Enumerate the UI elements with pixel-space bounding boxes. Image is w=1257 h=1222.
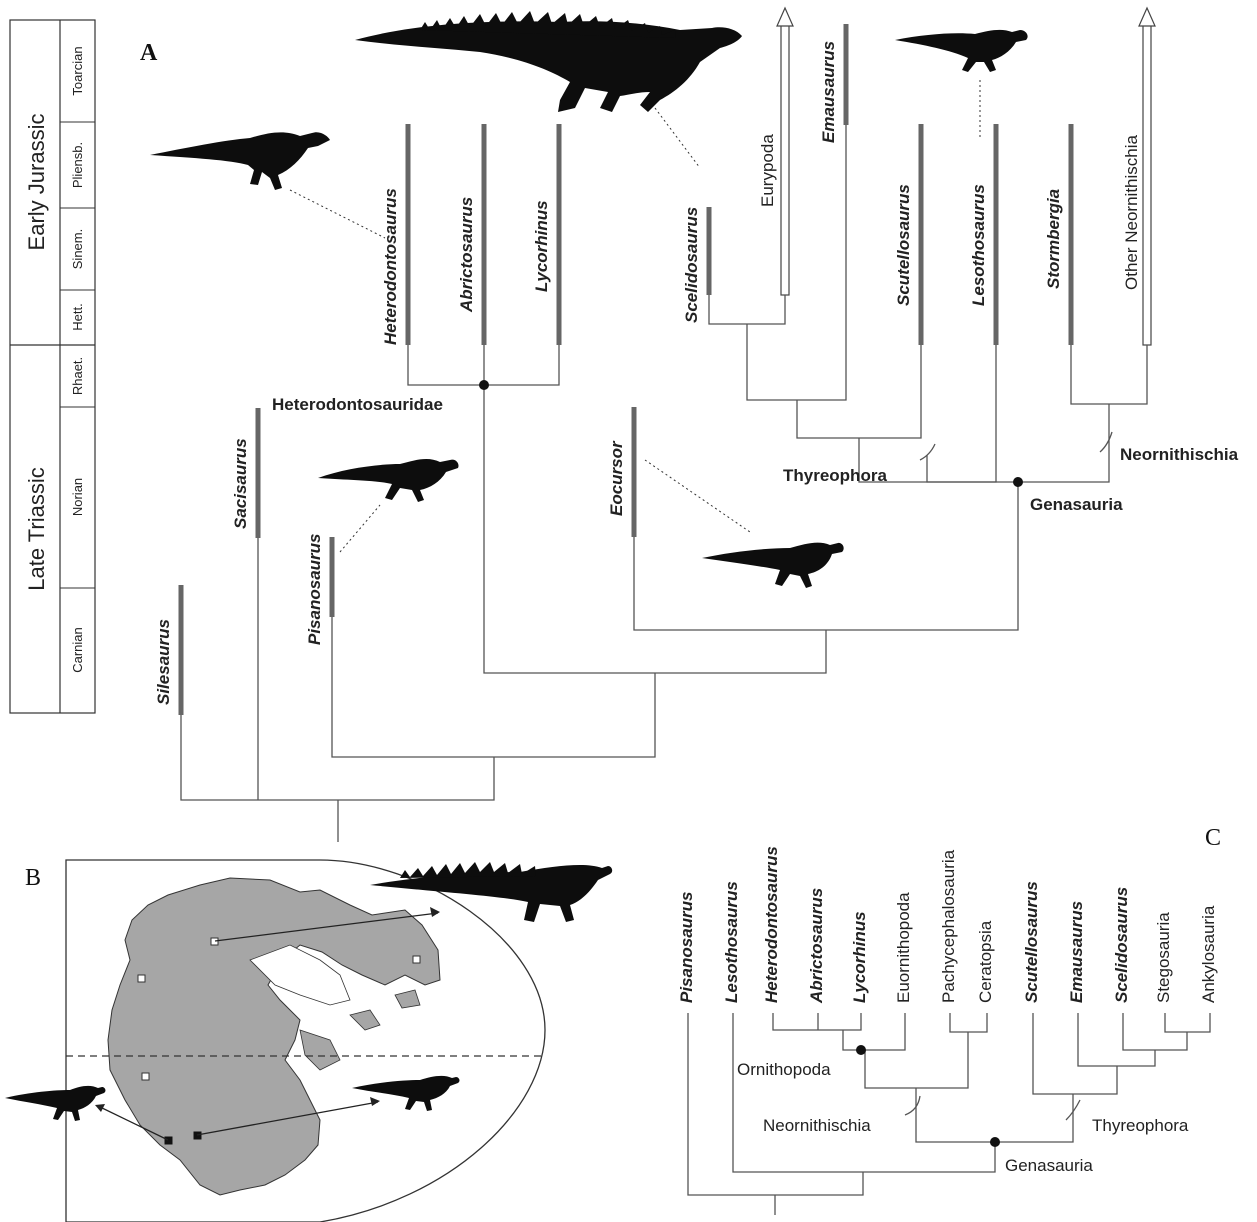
taxon-emausaurus: Emausaurus [819,41,838,143]
age-sinemurian: Sinem. [70,229,85,269]
pisanosaurus-silhouette [318,458,459,502]
pangaea-landmass [107,877,441,1196]
c-clade-thyreophora: Thyreophora [1092,1116,1189,1135]
map-eocursor-silhouette [352,1075,460,1111]
c-taxon-emausaurus: Emausaurus [1067,901,1086,1003]
taxon-abrictosaurus: Abrictosaurus [457,197,476,313]
age-toarcian: Toarcian [70,46,85,95]
c-taxon-abrictosaurus: Abrictosaurus [807,888,826,1004]
taxon-scelidosaurus: Scelidosaurus [682,207,701,323]
taxon-eurypoda: Eurypoda [758,134,777,207]
clade-genasauria-a: Genasauria [1030,495,1123,514]
c-taxon-lesothosaurus: Lesothosaurus [722,881,741,1003]
c-taxon-lycorhinus: Lycorhinus [850,911,869,1003]
age-norian: Norian [70,478,85,516]
period-early-jurassic: Early Jurassic [24,114,49,251]
c-taxon-scelidosaurus: Scelidosaurus [1112,887,1131,1003]
panel-label-c: C [1205,825,1221,851]
clade-thyreophora-a: Thyreophora [783,466,887,485]
c-taxon-stegosauria: Stegosauria [1154,912,1173,1003]
c-taxon-euornithopoda: Euornithopoda [894,892,913,1003]
period-late-triassic: Late Triassic [24,467,49,591]
c-taxon-ceratopsia: Ceratopsia [976,920,995,1003]
c-taxon-scutellosaurus: Scutellosaurus [1022,881,1041,1003]
age-rhaetian: Rhaet. [70,357,85,395]
taxon-other-neornithischia: Other Neornithischia [1122,134,1141,290]
panel-label-a: A [140,40,158,66]
taxon-heterodontosaurus: Heterodontosaurus [381,188,400,345]
lesothosaurus-silhouette [895,29,1028,72]
c-taxon-pachycephalosauria: Pachycephalosauria [939,849,958,1003]
clade-neornithischia-a: Neornithischia [1120,445,1239,464]
taxon-eocursor: Eocursor [607,440,626,516]
age-carnian: Carnian [70,627,85,673]
panel-a-tree [178,6,1156,842]
clade-heterodontosauridae: Heterodontosauridae [272,395,443,414]
taxon-pisanosaurus: Pisanosaurus [305,534,324,646]
scelidosaurus-silhouette [355,11,742,112]
eocursor-silhouette [702,542,844,588]
c-clade-ornithopoda: Ornithopoda [737,1060,831,1079]
heterodontosaurus-silhouette [150,132,330,190]
map-scelidosaurus-silhouette [370,862,613,922]
taxon-stormbergia: Stormbergia [1044,189,1063,289]
taxon-sacisaurus: Sacisaurus [231,438,250,529]
taxon-scutellosaurus: Scutellosaurus [894,184,913,306]
taxon-lycorhinus: Lycorhinus [532,200,551,292]
age-pliensbachian: Pliensb. [70,142,85,188]
age-hettangian: Hett. [70,303,85,330]
taxon-lesothosaurus: Lesothosaurus [969,184,988,306]
c-taxon-pisanosaurus: Pisanosaurus [677,892,696,1004]
taxon-silesaurus: Silesaurus [154,619,173,705]
c-taxon-ankylosauria: Ankylosauria [1199,905,1218,1003]
geologic-timescale: Early Jurassic Late Triassic Toarcian Pl… [9,19,96,714]
c-clade-neornithischia: Neornithischia [763,1116,871,1135]
panel-label-b: B [25,865,41,891]
c-taxon-heterodontosaurus: Heterodontosaurus [762,846,781,1003]
c-clade-genasauria: Genasauria [1005,1156,1093,1175]
map-pisanosaurus-silhouette [5,1085,106,1121]
paleomap [5,859,613,1222]
panel-c-tree [687,1013,1211,1215]
